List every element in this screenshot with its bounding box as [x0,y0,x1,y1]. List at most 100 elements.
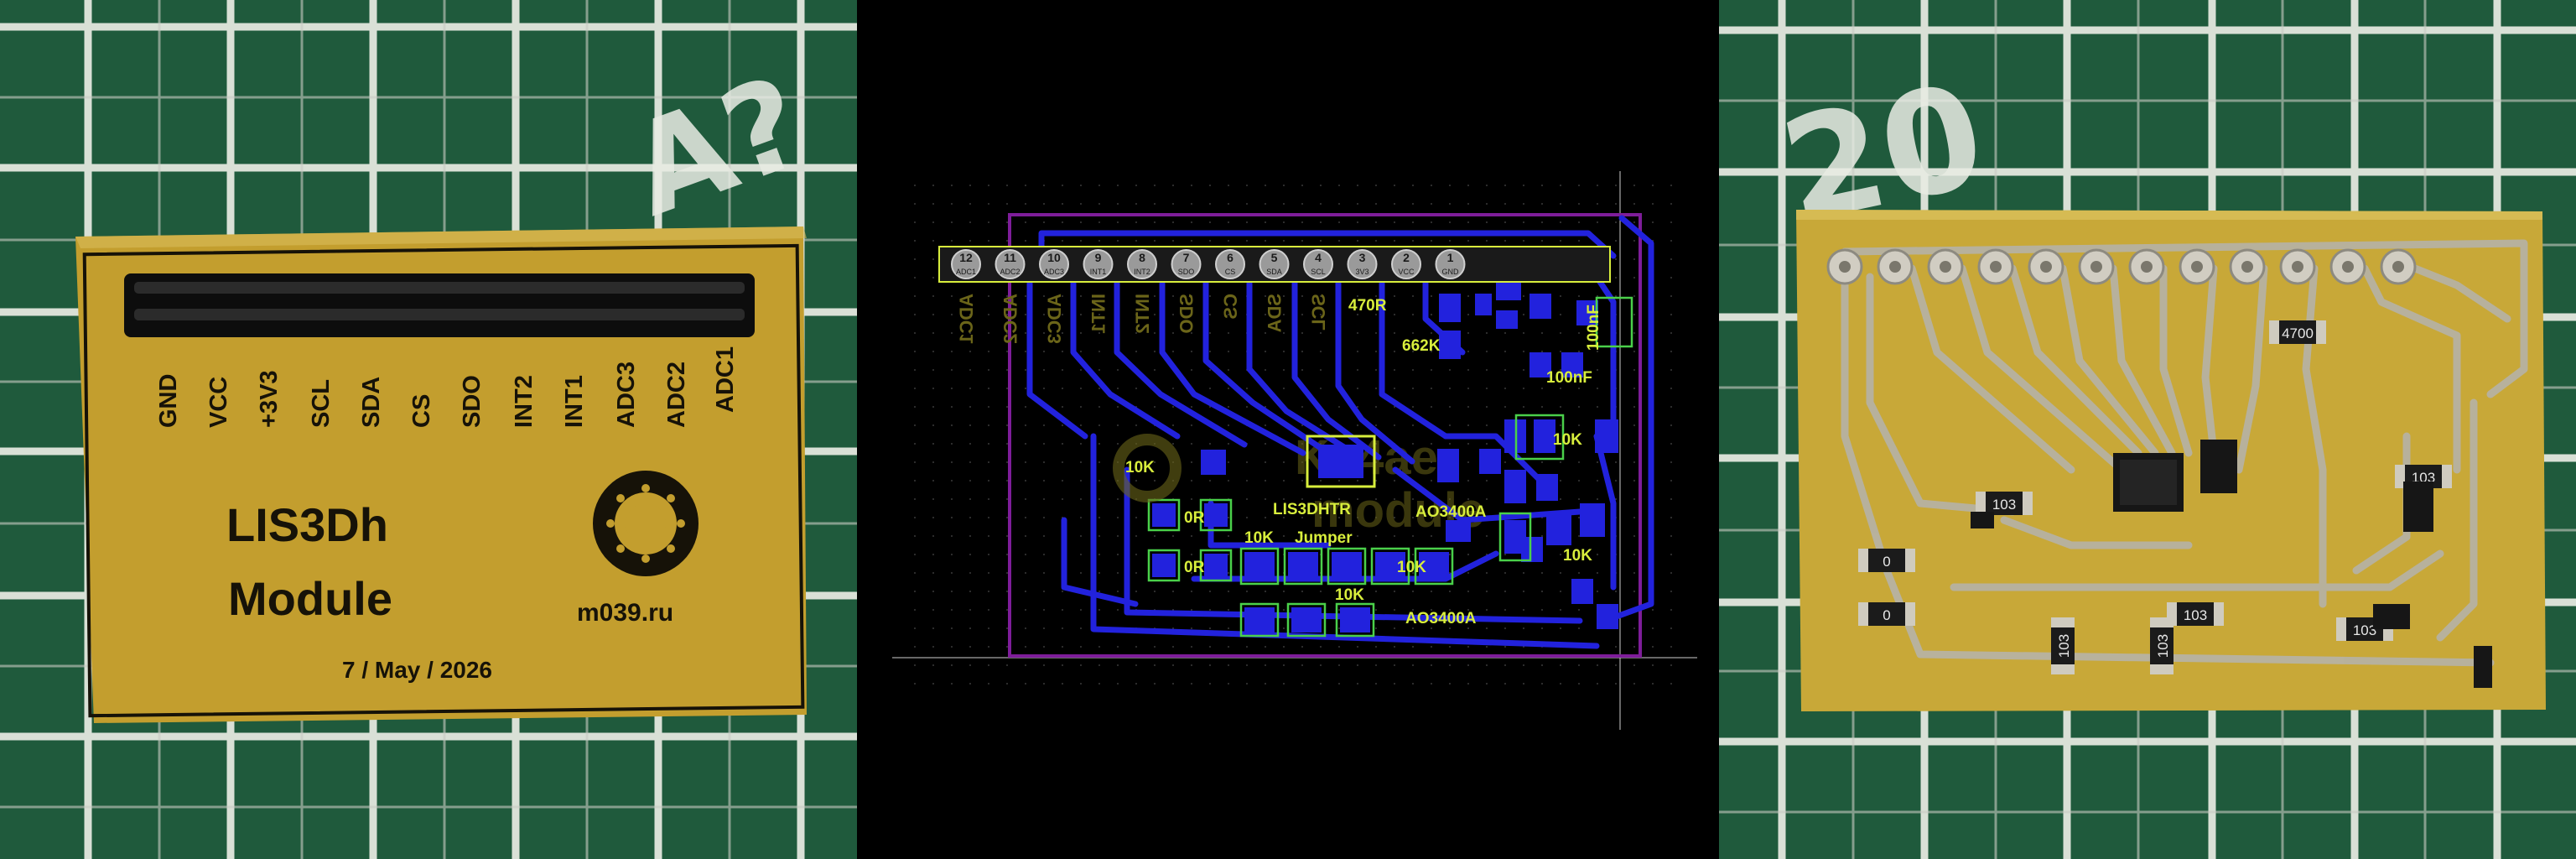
label-10k-bottom: 10K [1397,559,1426,576]
resistor-code: 0 [1883,607,1890,623]
pin-label-sdo: SDO [459,375,486,428]
pin-label-gnd: GND [155,374,182,428]
mirrored-pin-name: SCL [1308,294,1329,331]
pin-name: 3V3 [1355,268,1368,276]
pin-name: CS [1225,268,1236,276]
resistor-code: 103 [2184,607,2207,623]
solder-pad [2329,248,2366,285]
pin-number: 7 [1183,251,1190,264]
pin-name: SCL [1311,268,1326,276]
back-board-photo: 20 [1719,0,2576,859]
label-jumper: Jumper [1295,529,1353,547]
solder-pad [1927,248,1964,285]
mirrored-pin-name: ADC1 [956,294,977,344]
front-board-photo: A? GND VCC +3V3 SCL SDA CS SDO INT2 INT1… [0,0,857,859]
mirrored-pin-name: INT2 [1132,294,1153,334]
ic-package [2113,453,2184,512]
smd-resistor: 103 [2150,617,2174,674]
board-url: m039.ru [577,599,673,627]
resistor-code: 4700 [2282,325,2314,341]
smd-resistor: 103 [2167,602,2224,626]
pin-label-scl: SCL [308,379,335,428]
pin-label-int1: INT1 [561,375,588,428]
resistor-code: 103 [2353,622,2376,638]
label-662k: 662K [1402,337,1441,355]
label-0r-1: 0R [1184,509,1205,527]
pcb-layout-render: Ka4ae module [859,0,1717,859]
label-100nf-1: 100nF [1585,305,1602,351]
smd-resistor: 103 [1976,492,2033,515]
pin-label-cs: CS [408,394,435,428]
pin-number: 9 [1095,251,1102,264]
pin-name: INT2 [1134,268,1150,276]
pin-label-3v3: +3V3 [256,370,283,428]
pin-name: ADC2 [1000,268,1020,276]
pin-label-adc1: ADC1 [712,346,739,413]
pin-number: 5 [1271,251,1278,264]
pin-label-vcc: VCC [205,377,232,428]
solder-pad [2078,248,2115,285]
pin-label-adc2: ADC2 [663,362,690,428]
label-10k-mid: 10K [1244,529,1274,547]
pin-label-adc3: ADC3 [613,362,640,428]
label-ao3400a-2: AO3400A [1405,610,1477,627]
board-title-line1: LIS3Dh [226,498,388,551]
svg-text:Ka4ae: Ka4ae [1295,430,1438,485]
pin-name: INT1 [1090,268,1107,276]
resistor-code: 103 [2056,634,2072,658]
pin-number: 6 [1227,251,1233,264]
solder-pad [2028,248,2064,285]
pin-name: VCC [1398,268,1415,276]
mirrored-pin-name: INT1 [1088,294,1109,334]
solder-pad [2279,248,2316,285]
solder-pad [2380,248,2417,285]
ic-lis3dhtr [1306,435,1376,488]
pin-label-sda: SDA [358,377,385,428]
label-10k-right-top: 10K [1553,431,1582,449]
label-ao3400a-1: AO3400A [1415,503,1487,521]
board-edge-cuts [1008,213,1642,658]
solder-pad [2128,248,2165,285]
pin-number: 10 [1047,251,1061,264]
mirrored-pin-name: CS [1220,294,1241,320]
resistor-code: 103 [2155,634,2171,658]
mirrored-pin-name: ADC2 [1000,294,1021,344]
pin-number: 4 [1315,251,1322,264]
label-100nf-2: 100nF [1546,369,1592,387]
board-date: 7 / May / 2026 [342,657,492,683]
mirrored-pin-name: SDA [1265,294,1285,333]
pin-number: 2 [1403,251,1410,264]
pin-number: 11 [1004,251,1016,264]
logo-gear-icon [1113,434,1182,502]
resistor-code: 103 [1992,497,2016,513]
pin-name: ADC1 [956,268,976,276]
pin-name: SDO [1178,268,1195,276]
header-pin-3: 3 3V3 [1347,249,1378,279]
solder-pad [1826,248,1863,285]
resistor-code: 0 [1883,554,1890,570]
pin-name: ADC3 [1044,268,1064,276]
pin-name: GND [1442,268,1460,276]
solder-pad [1977,248,2014,285]
smd-resistor: 0 [1858,549,1915,572]
label-470r: 470R [1348,297,1387,315]
board-title-line2: Module [228,572,392,625]
solder-pad [2229,248,2266,285]
mirrored-pin-name: SDO [1176,294,1197,334]
pin-label-int2: INT2 [511,375,538,428]
pin-number: 1 [1447,251,1454,264]
pin-number: 3 [1359,251,1366,264]
label-10k-vert: 10K [1335,586,1364,604]
label-lis3dhtr: LIS3DHTR [1273,501,1351,518]
smd-resistor: 0 [1858,602,1915,626]
